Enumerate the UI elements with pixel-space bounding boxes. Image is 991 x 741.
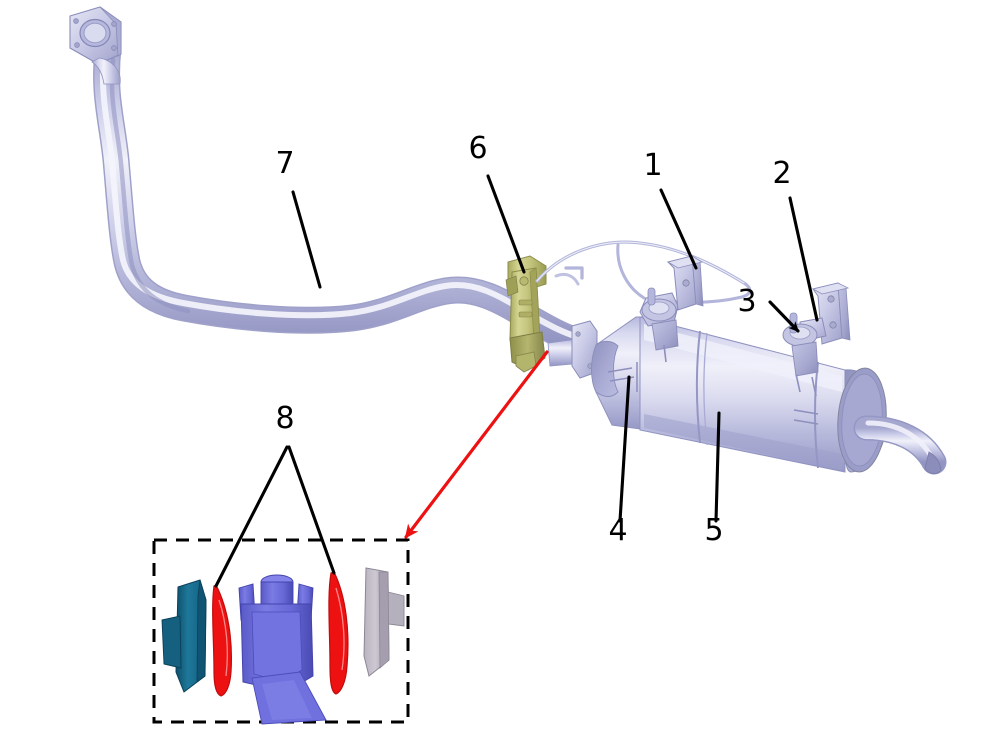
leader-4: [618, 375, 631, 523]
muffler-inlet-cone: [591, 316, 649, 431]
callout-label-7: 7: [275, 146, 294, 181]
callout-label-1: 1: [643, 148, 662, 183]
callout-label-8: 8: [275, 401, 294, 436]
leader-lines: [214, 174, 819, 588]
leader-2: [788, 196, 819, 322]
callout-label-6: 6: [468, 131, 487, 166]
detail-inset-parts: [161, 567, 405, 725]
leader-8-left: [214, 445, 289, 588]
leader-6: [486, 174, 526, 274]
tailpipe-outlet: [853, 415, 947, 475]
callout-label-4: 4: [608, 513, 627, 548]
leader-8-right: [287, 445, 336, 575]
detail-sensor-body: [238, 574, 327, 725]
leader-7: [291, 190, 322, 289]
detail-flange-teal: [161, 579, 207, 693]
detail-spring-right: [328, 571, 349, 695]
callout-label-2: 2: [772, 156, 791, 191]
leader-5: [714, 411, 721, 523]
muffler-assembly: [547, 316, 947, 475]
callout-label-3: 3: [737, 284, 756, 319]
callout-labels: 1 2 3 4 5 6 7 8: [275, 131, 791, 548]
sensor-wire-harness: [535, 240, 752, 304]
detail-spring-left: [212, 584, 232, 697]
leader-3: [768, 300, 800, 333]
mounting-bracket-front: [639, 255, 704, 363]
exhaust-inlet-flange: [69, 6, 122, 85]
callout-label-5: 5: [704, 513, 723, 548]
exhaust-front-pipe: [93, 34, 594, 356]
detail-zoom-arrow: [404, 350, 549, 539]
exhaust-gas-sensor: [505, 255, 547, 373]
detail-flange-grey: [363, 567, 405, 677]
leader-1: [659, 188, 698, 270]
